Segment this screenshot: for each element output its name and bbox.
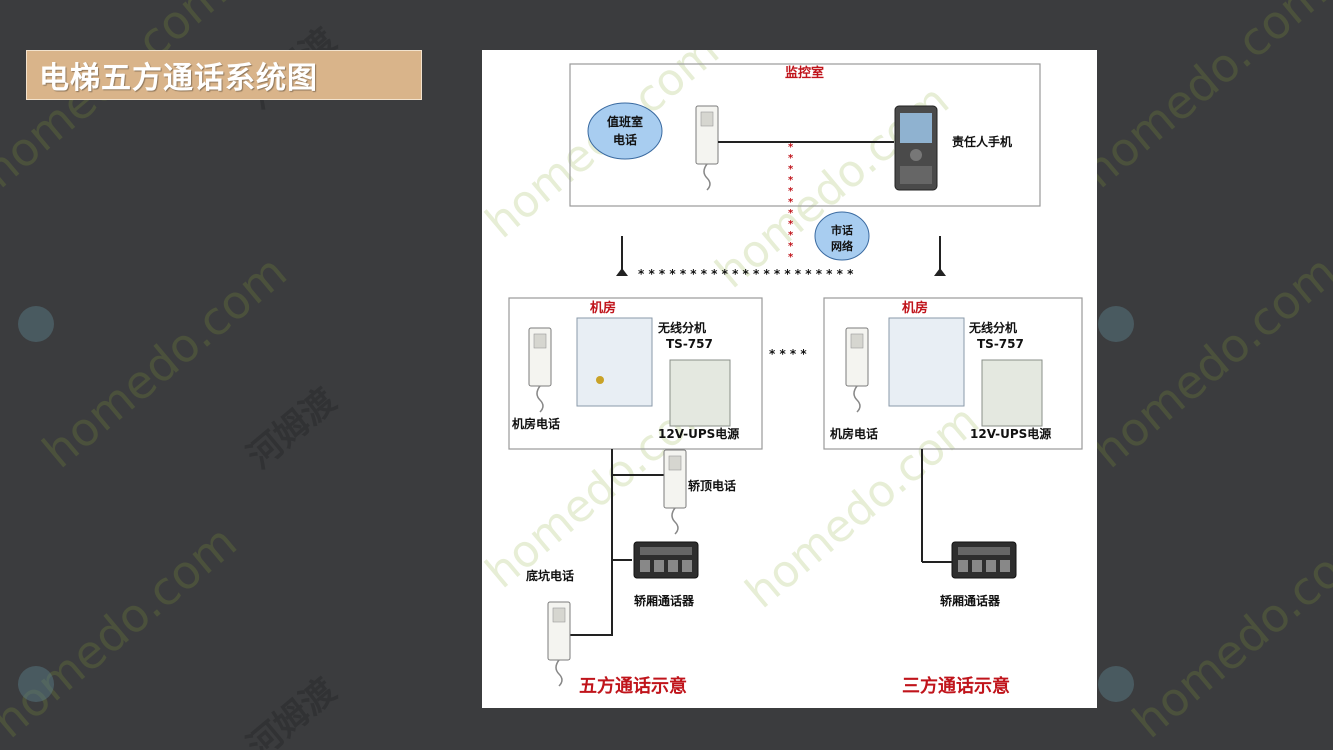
svg-text:*: * (788, 197, 794, 208)
monitor-room-title: 监控室 (785, 65, 824, 81)
machine-room-left-handset-icon (528, 327, 552, 413)
machine-room-right-box (823, 297, 1083, 450)
svg-text:*: * (788, 153, 794, 164)
svg-text:homedo.com: homedo.com (32, 244, 296, 478)
wireless-unit-left-icon (576, 317, 653, 407)
machine-room-left-title: 机房 (590, 300, 616, 316)
duty-phone-label-2: 电话 (613, 132, 637, 147)
antenna-left-icon (615, 235, 629, 277)
svg-text:*: * (788, 241, 794, 252)
svg-text:*: * (788, 252, 794, 263)
machine-phone-right-label: 机房电话 (830, 426, 878, 441)
svg-text:*: * (788, 164, 794, 175)
car-intercom-left-label: 轿厢通话器 (634, 593, 695, 608)
ups-power-right-icon (981, 359, 1043, 427)
monitor-room-box (569, 63, 1041, 207)
machine-room-right-title: 机房 (902, 300, 928, 316)
slide-title-bar: 电梯五方通话系统图 (26, 50, 422, 100)
five-party-caption: 五方通话示意 (579, 675, 687, 697)
ups-power-left-icon (669, 359, 731, 427)
three-party-caption: 三方通话示意 (902, 675, 1010, 697)
car-intercom-right-icon (951, 541, 1017, 579)
network-ellipse (814, 211, 870, 261)
wireless-dotted-link: * * * * * * * * * * * * * * * * * * * * … (638, 267, 854, 281)
pit-phone-label: 底坑电话 (526, 568, 574, 583)
wireless-unit-right-label: 无线分机 (968, 320, 1017, 335)
system-diagram: homedo.com homedo.com homedo.com homedo.… (482, 50, 1097, 708)
wireless-model-right-label: TS-757 (977, 337, 1024, 351)
machine-room-left-box (508, 297, 763, 450)
svg-text:*: * (788, 230, 794, 241)
pit-handset-icon (547, 601, 571, 687)
svg-text:*: * (788, 219, 794, 230)
network-label-2: 网络 (831, 239, 853, 253)
diagram-canvas: homedo.com homedo.com homedo.com homedo.… (482, 50, 1083, 697)
left-tree-lines (558, 449, 664, 636)
machine-phone-left-label: 机房电话 (512, 416, 560, 431)
wireless-model-left-label: TS-757 (666, 337, 713, 351)
ups-power-right-label: 12V-UPS电源 (970, 426, 1051, 441)
car-intercom-left-icon (633, 541, 699, 579)
svg-text:*: * (788, 186, 794, 197)
duty-phone-ellipse (587, 102, 663, 160)
svg-text:*: * (788, 142, 794, 153)
duty-phone-label-1: 值班室 (607, 114, 643, 129)
svg-text:河姆渡: 河姆渡 (240, 381, 344, 477)
svg-text:*: * (788, 208, 794, 219)
svg-text:homedo.com: homedo.com (1082, 244, 1333, 478)
car-intercom-right-label: 轿厢通话器 (940, 593, 1001, 608)
antenna-right-icon (933, 235, 947, 277)
svg-text:homedo.com: homedo.com (1072, 0, 1333, 198)
duty-phone-handset-icon (695, 105, 719, 191)
svg-text:homedo.com: homedo.com (0, 514, 247, 748)
car-top-phone-label: 轿顶电话 (688, 478, 736, 493)
wireless-unit-right-icon (888, 317, 965, 407)
svg-text:河姆渡: 河姆渡 (240, 671, 344, 750)
ups-power-left-label: 12V-UPS电源 (658, 426, 739, 441)
mobile-phone-icon (894, 105, 938, 191)
svg-text:*: * (788, 175, 794, 186)
svg-text:homedo.com: homedo.com (1122, 514, 1333, 748)
wireless-unit-left-label: 无线分机 (657, 320, 706, 335)
network-label-1: 市话 (831, 223, 853, 237)
slide-title: 电梯五方通话系统图 (39, 61, 318, 96)
machine-room-right-handset-icon (845, 327, 869, 413)
mobile-phone-label: 责任人手机 (952, 134, 1012, 149)
red-dotted-link: *** *** *** ** (788, 142, 794, 263)
car-top-handset-icon (663, 449, 687, 535)
middle-dotted-link: * * * * (769, 347, 807, 361)
